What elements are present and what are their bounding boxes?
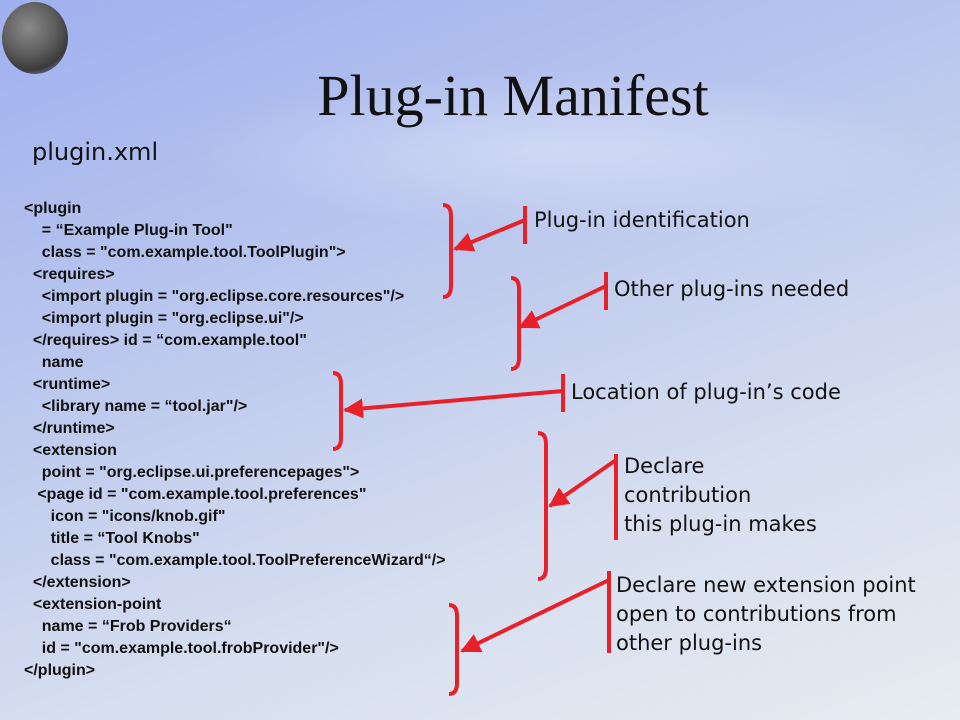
code-bracket <box>442 203 453 299</box>
callout-contribution <box>537 431 618 581</box>
code-line: <import plugin = "org.eclipse.ui"/> <box>24 310 304 327</box>
code-line: = “Example Plug-in Tool" <box>24 222 233 239</box>
annotation-code-location: Location of plug-in’s code <box>571 380 841 404</box>
code-line: <requires> <box>24 266 115 283</box>
code-line: class = "com.example.tool.ToolPlugin"> <box>24 244 346 261</box>
code-line: point = "org.eclipse.ui.preferencepages"… <box>24 464 360 481</box>
code-bracket <box>448 603 459 696</box>
callout-arrow <box>343 389 564 419</box>
code-line: </requires> id = “com.example.tool" <box>24 332 307 349</box>
code-line: class = "com.example.tool.ToolPreference… <box>24 552 446 569</box>
code-line: <library name = “tool.jar"/> <box>24 398 248 415</box>
file-name-label: plugin.xml <box>32 138 159 166</box>
callout-required-plugins <box>510 272 608 371</box>
annotation-declare-contribution: Declare contribution this plug-in makes <box>624 454 817 536</box>
callout-arrow <box>460 578 610 653</box>
code-bracket <box>332 371 343 451</box>
code-line: title = “Tool Knobs" <box>24 530 200 547</box>
code-line: name = “Frob Providers“ <box>24 618 232 635</box>
code-line: id = "com.example.tool.frobProvider"/> <box>24 640 339 657</box>
code-line: </plugin> <box>24 662 96 679</box>
callout-arrow <box>453 218 526 252</box>
callout-extension-point <box>448 571 611 696</box>
callout-code-location <box>332 371 565 451</box>
code-line: <page id = "com.example.tool.preferences… <box>24 486 367 503</box>
callout-plugin-identification <box>442 203 527 299</box>
callout-arrow <box>518 284 607 329</box>
annotation-other-plugins-needed: Other plug-ins needed <box>614 277 850 301</box>
code-line: <extension-point <box>24 596 162 613</box>
annotation-plugin-identification: Plug-in identification <box>534 208 750 232</box>
decorative-orb <box>2 2 68 74</box>
annotation-declare-extension-point: Declare new extension point open to cont… <box>616 573 916 655</box>
code-line: </extension> <box>24 574 131 591</box>
code-bracket <box>537 431 548 581</box>
slide-title: Plug-in Manifest <box>317 63 709 128</box>
callout-arrow <box>548 458 618 508</box>
code-line: icon = "icons/knob.gif" <box>24 508 226 525</box>
code-line: </runtime> <box>24 420 115 437</box>
code-line: <runtime> <box>24 376 111 393</box>
code-line: name <box>24 354 84 371</box>
code-bracket <box>510 276 521 371</box>
code-line: <extension <box>24 442 117 459</box>
code-line: <plugin <box>24 200 82 217</box>
code-line: <import plugin = "org.eclipse.core.resou… <box>24 288 405 305</box>
